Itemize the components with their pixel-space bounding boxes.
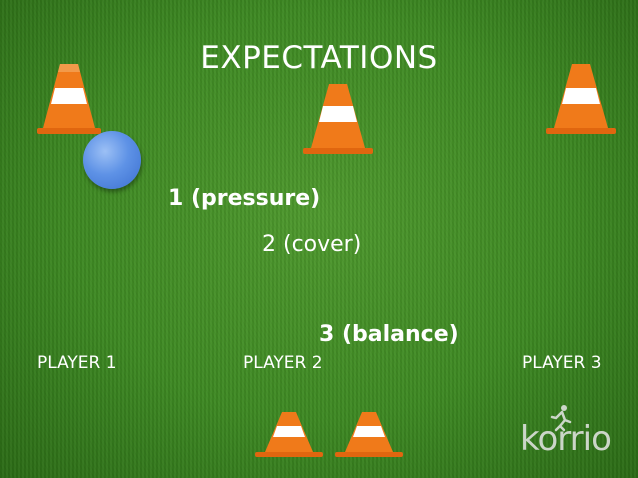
cone-top-left-icon [37,64,101,134]
runner-icon [550,405,572,432]
cone-bottom-left-icon [255,412,323,457]
player-3-label: PLAYER 3 [522,353,602,373]
cone-top-right-icon [546,64,616,134]
player-1-label: PLAYER 1 [37,353,117,373]
role-cover: 2 (cover) [262,232,362,257]
role-balance: 3 (balance) [319,322,459,347]
player-2-label: PLAYER 2 [243,353,323,373]
slide-title: EXPECTATIONS [200,40,438,76]
cone-top-center-icon [303,84,373,154]
role-pressure: 1 (pressure) [168,186,321,211]
korrio-logo: korrio [520,419,612,459]
cone-bottom-right-icon [335,412,403,457]
ball-icon [83,131,141,189]
